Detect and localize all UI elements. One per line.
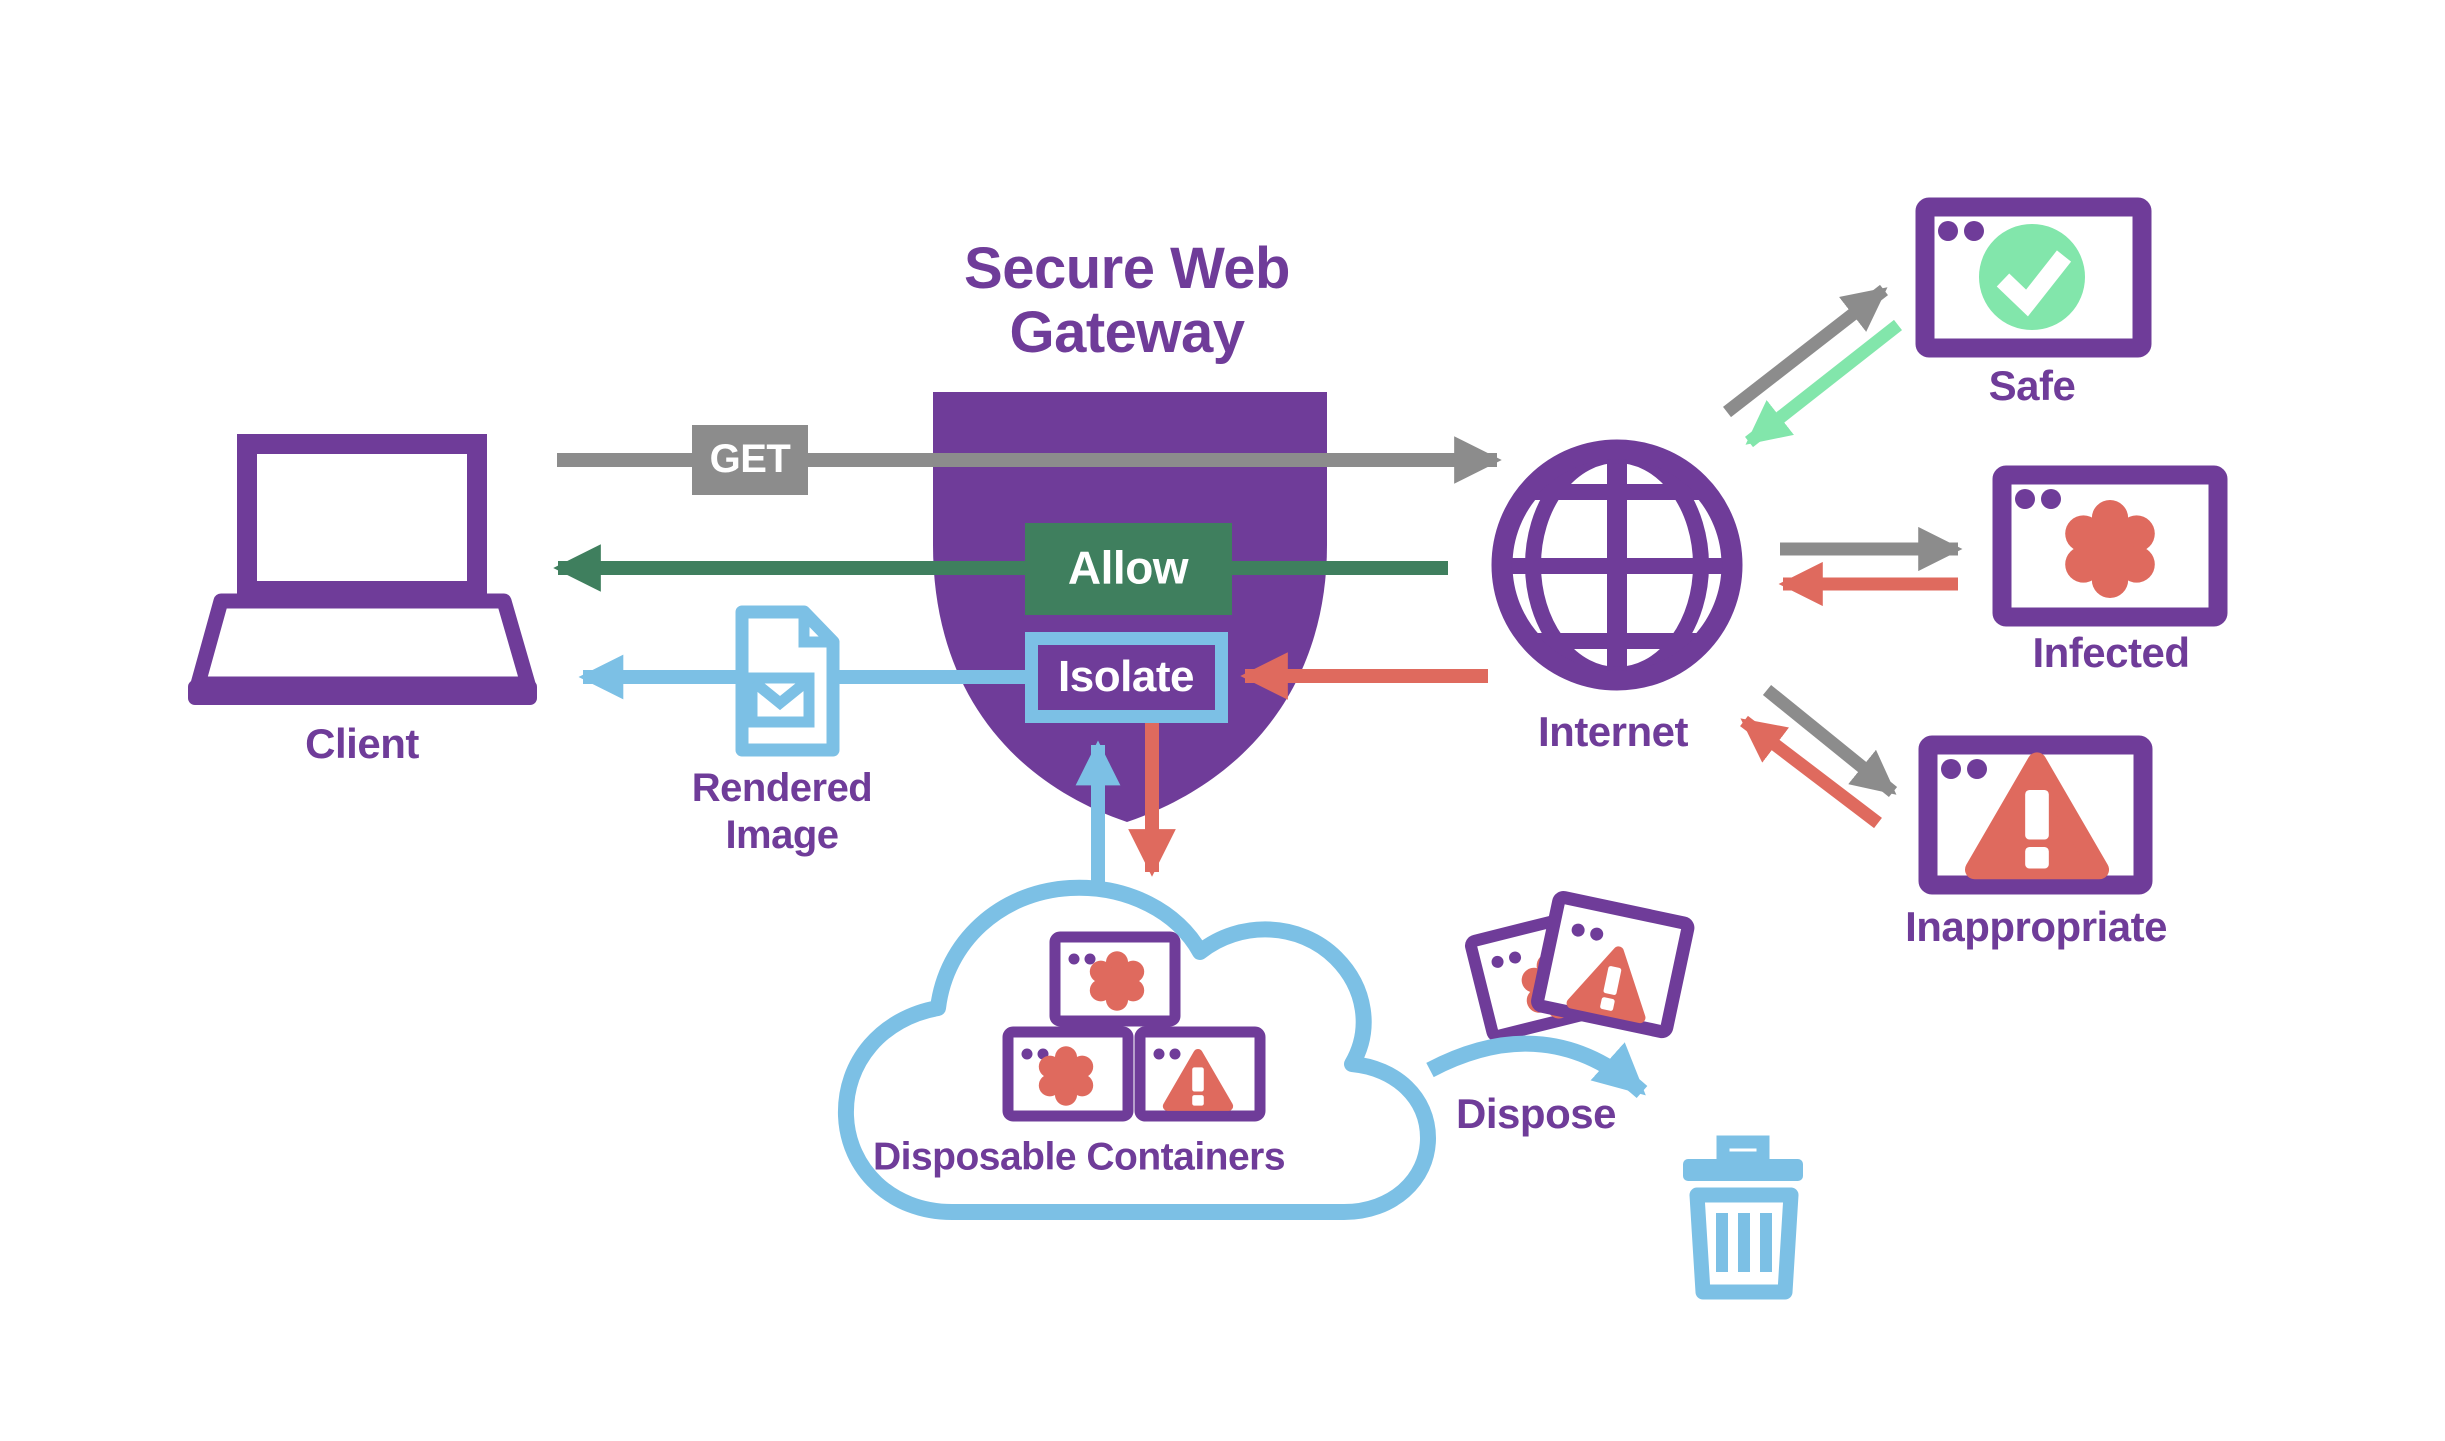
diagram-title: Secure Web Gateway: [964, 236, 1290, 365]
globe-icon: [1491, 439, 1743, 691]
infected-label: Infected: [2032, 628, 2190, 676]
inappropriate-response-arrow: [1740, 715, 1882, 829]
allow-arrow: [553, 523, 1448, 615]
rendered-image-document-icon: [735, 605, 840, 757]
get-request-arrow: [557, 425, 1502, 495]
safe-site-window: [1915, 197, 2152, 358]
get-badge: [692, 425, 808, 495]
dispose-arrow: [1426, 1035, 1648, 1098]
inappropriate-site-window: [1918, 735, 2153, 895]
get-label: GET: [709, 437, 791, 481]
container-window-inappropriate: [1140, 1032, 1260, 1116]
infected-site-window: [1992, 465, 2228, 627]
container-window-infected-top: [1055, 937, 1175, 1021]
dispose-label: Dispose: [1456, 1089, 1616, 1137]
check-icon: [1979, 224, 2085, 330]
client-label: Client: [305, 719, 419, 767]
container-window-infected-left: [1008, 1032, 1128, 1116]
inappropriate-label: Inappropriate: [1905, 902, 2167, 950]
isolate-label: Isolate: [1058, 651, 1194, 701]
allow-badge: [1025, 523, 1232, 615]
safe-response-arrow: [1744, 319, 1903, 448]
allow-label: Allow: [1067, 541, 1189, 594]
internet-label: Internet: [1537, 707, 1689, 755]
inappropriate-request-arrow: [1762, 684, 1898, 798]
trash-icon: [1683, 1135, 1803, 1300]
rendered-image-label: Rendered Image: [691, 766, 873, 857]
isolate-badge: [1025, 632, 1228, 723]
laptop-icon: [188, 434, 537, 705]
safe-label: Safe: [1988, 361, 2076, 409]
safe-request-arrow: [1723, 284, 1888, 418]
disposed-window-inappropriate: [1531, 890, 1695, 1039]
disposable-containers-label: Disposable Containers: [872, 1135, 1286, 1179]
